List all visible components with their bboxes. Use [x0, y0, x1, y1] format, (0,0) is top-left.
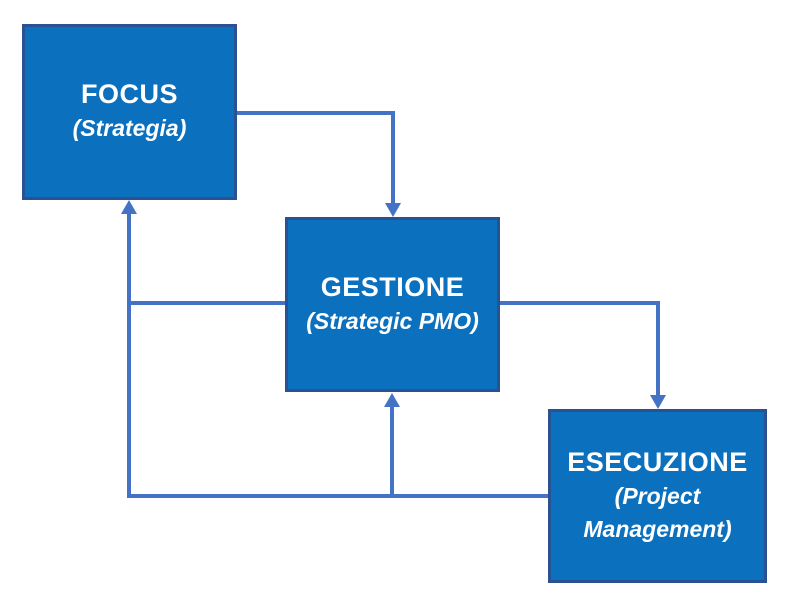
node-gestione: GESTIONE (Strategic PMO): [285, 217, 500, 392]
node-focus-title: FOCUS: [81, 79, 178, 110]
connector-esecuzione-to-focus: [127, 212, 548, 498]
connector-gestione-to-esecuzione: [500, 301, 660, 397]
arrowhead-esecuzione-top-icon: [650, 395, 666, 409]
node-esecuzione-subtitle: (Project Management): [583, 482, 732, 542]
node-focus: FOCUS (Strategia): [22, 24, 237, 200]
node-gestione-subtitle: (Strategic PMO): [306, 307, 479, 334]
node-focus-subtitle: (Strategia): [72, 115, 187, 142]
connector-focus-to-gestione: [236, 111, 395, 205]
arrowhead-gestione-bottom-icon: [384, 393, 400, 407]
node-esecuzione: ESECUZIONE (Project Management): [548, 409, 767, 583]
arrowhead-gestione-top-icon: [385, 203, 401, 217]
node-esecuzione-title: ESECUZIONE: [567, 446, 748, 477]
node-gestione-title: GESTIONE: [320, 271, 465, 302]
arrowhead-focus-bottom-icon: [121, 200, 137, 214]
